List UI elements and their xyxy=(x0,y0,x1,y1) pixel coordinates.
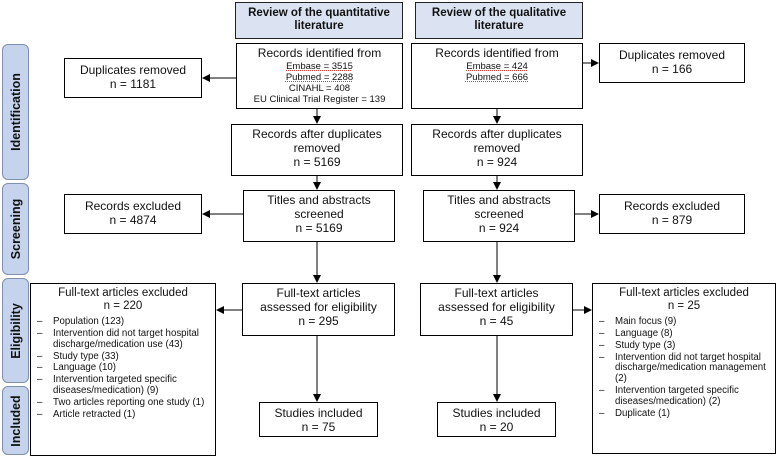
qualitative-header-label: Review of the qualitative literature xyxy=(431,7,567,33)
qual-source-pubmed: Pubmed = 666 xyxy=(465,71,529,83)
list-item: Population (123) xyxy=(35,316,211,328)
list-item: Intervention did not target hospital dis… xyxy=(35,328,211,351)
qual-fulltext-assessed-box: Full-text articles assessed for eligibil… xyxy=(420,283,573,336)
qual-records-excluded-box: Records excluded n = 879 xyxy=(599,194,745,234)
qual-duplicates-removed-label: Duplicates removed n = 166 xyxy=(618,48,726,76)
quant-source-eu-ctr: EU Clinical Trial Register = 139 xyxy=(253,93,386,105)
quant-sources-list: Embase = 3515 Pubmed = 2288 CINAHL = 408… xyxy=(237,61,402,106)
qual-records-identified-box: Records identified from Embase = 424 Pub… xyxy=(411,43,583,109)
list-item: Study type (3) xyxy=(597,340,771,352)
qual-included-box: Studies included n = 20 xyxy=(437,402,556,437)
quant-records-excluded-label: Records excluded n = 4874 xyxy=(84,199,182,227)
stage-eligibility: Eligibility xyxy=(2,278,29,383)
list-item: Duplicate (1) xyxy=(597,408,771,420)
list-item: Two articles reporting one study (1) xyxy=(35,397,211,409)
qual-screened-label: Titles and abstracts screened n = 924 xyxy=(447,193,551,235)
qual-sources-list: Embase = 424 Pubmed = 666 xyxy=(412,61,582,84)
list-item: Language (10) xyxy=(35,363,211,375)
quant-exclusion-list: Population (123) Intervention did not ta… xyxy=(35,316,211,422)
quant-fulltext-assessed-label: Full-text articles assessed for eligibil… xyxy=(260,286,377,328)
qual-screened-box: Titles and abstracts screened n = 924 xyxy=(423,190,575,242)
quant-records-identified-title: Records identified from xyxy=(257,46,382,60)
list-item: Intervention did not target hospital dis… xyxy=(597,352,771,386)
list-item: Main focus (9) xyxy=(597,316,771,328)
quantitative-header: Review of the quantitative literature xyxy=(235,2,403,39)
quant-after-duplicates-box: Records after duplicates removed n = 516… xyxy=(231,124,403,176)
qual-exclusion-list: Main focus (9) Language (8) Study type (… xyxy=(597,316,771,421)
stage-screening: Screening xyxy=(2,183,29,275)
quant-screened-box: Titles and abstracts screened n = 5169 xyxy=(243,190,395,242)
list-item: Language (8) xyxy=(597,328,771,340)
qualitative-header: Review of the qualitative literature xyxy=(415,2,583,39)
quant-records-identified-box: Records identified from Embase = 3515 Pu… xyxy=(236,43,403,109)
quant-duplicates-removed-label: Duplicates removed n = 1181 xyxy=(79,63,187,91)
quantitative-header-label: Review of the quantitative literature xyxy=(248,7,390,33)
stage-included: Included xyxy=(2,386,29,455)
stage-identification: Identification xyxy=(2,44,29,180)
qual-source-embase: Embase = 424 xyxy=(466,61,528,72)
quant-fulltext-assessed-box: Full-text articles assessed for eligibil… xyxy=(242,283,395,336)
quant-records-excluded-box: Records excluded n = 4874 xyxy=(64,194,202,234)
quant-source-embase: Embase = 3515 xyxy=(286,61,353,72)
quant-duplicates-removed-box: Duplicates removed n = 1181 xyxy=(64,58,202,98)
quant-source-pubmed: Pubmed = 2288 xyxy=(285,71,354,83)
quant-included-box: Studies included n = 75 xyxy=(259,402,378,437)
quant-source-cinahl: CINAHL = 408 xyxy=(288,82,351,94)
qual-duplicates-removed-box: Duplicates removed n = 166 xyxy=(599,43,745,83)
list-item: Intervention targeted specific diseases/… xyxy=(597,385,771,408)
quant-after-duplicates-label: Records after duplicates removed n = 516… xyxy=(252,127,382,169)
qual-records-excluded-label: Records excluded n = 879 xyxy=(623,199,721,227)
qual-fulltext-excluded-title: Full-text articles excluded n = 25 xyxy=(619,287,749,313)
qual-fulltext-assessed-label: Full-text articles assessed for eligibil… xyxy=(438,286,555,328)
list-item: Intervention targeted specific diseases/… xyxy=(35,374,211,397)
qual-included-label: Studies included n = 20 xyxy=(452,406,541,434)
qual-fulltext-excluded-box: Full-text articles excluded n = 25 Main … xyxy=(592,283,776,454)
qual-after-duplicates-label: Records after duplicates removed n = 924 xyxy=(432,127,562,169)
quant-fulltext-excluded-box: Full-text articles excluded n = 220 Popu… xyxy=(30,283,216,456)
list-item: Study type (33) xyxy=(35,351,211,363)
qual-after-duplicates-box: Records after duplicates removed n = 924 xyxy=(411,124,583,176)
quant-fulltext-excluded-title: Full-text articles excluded n = 220 xyxy=(58,287,188,313)
quant-screened-label: Titles and abstracts screened n = 5169 xyxy=(267,193,371,235)
list-item: Article retracted (1) xyxy=(35,409,211,421)
quant-included-label: Studies included n = 75 xyxy=(274,406,363,434)
qual-records-identified-title: Records identified from xyxy=(435,46,559,60)
